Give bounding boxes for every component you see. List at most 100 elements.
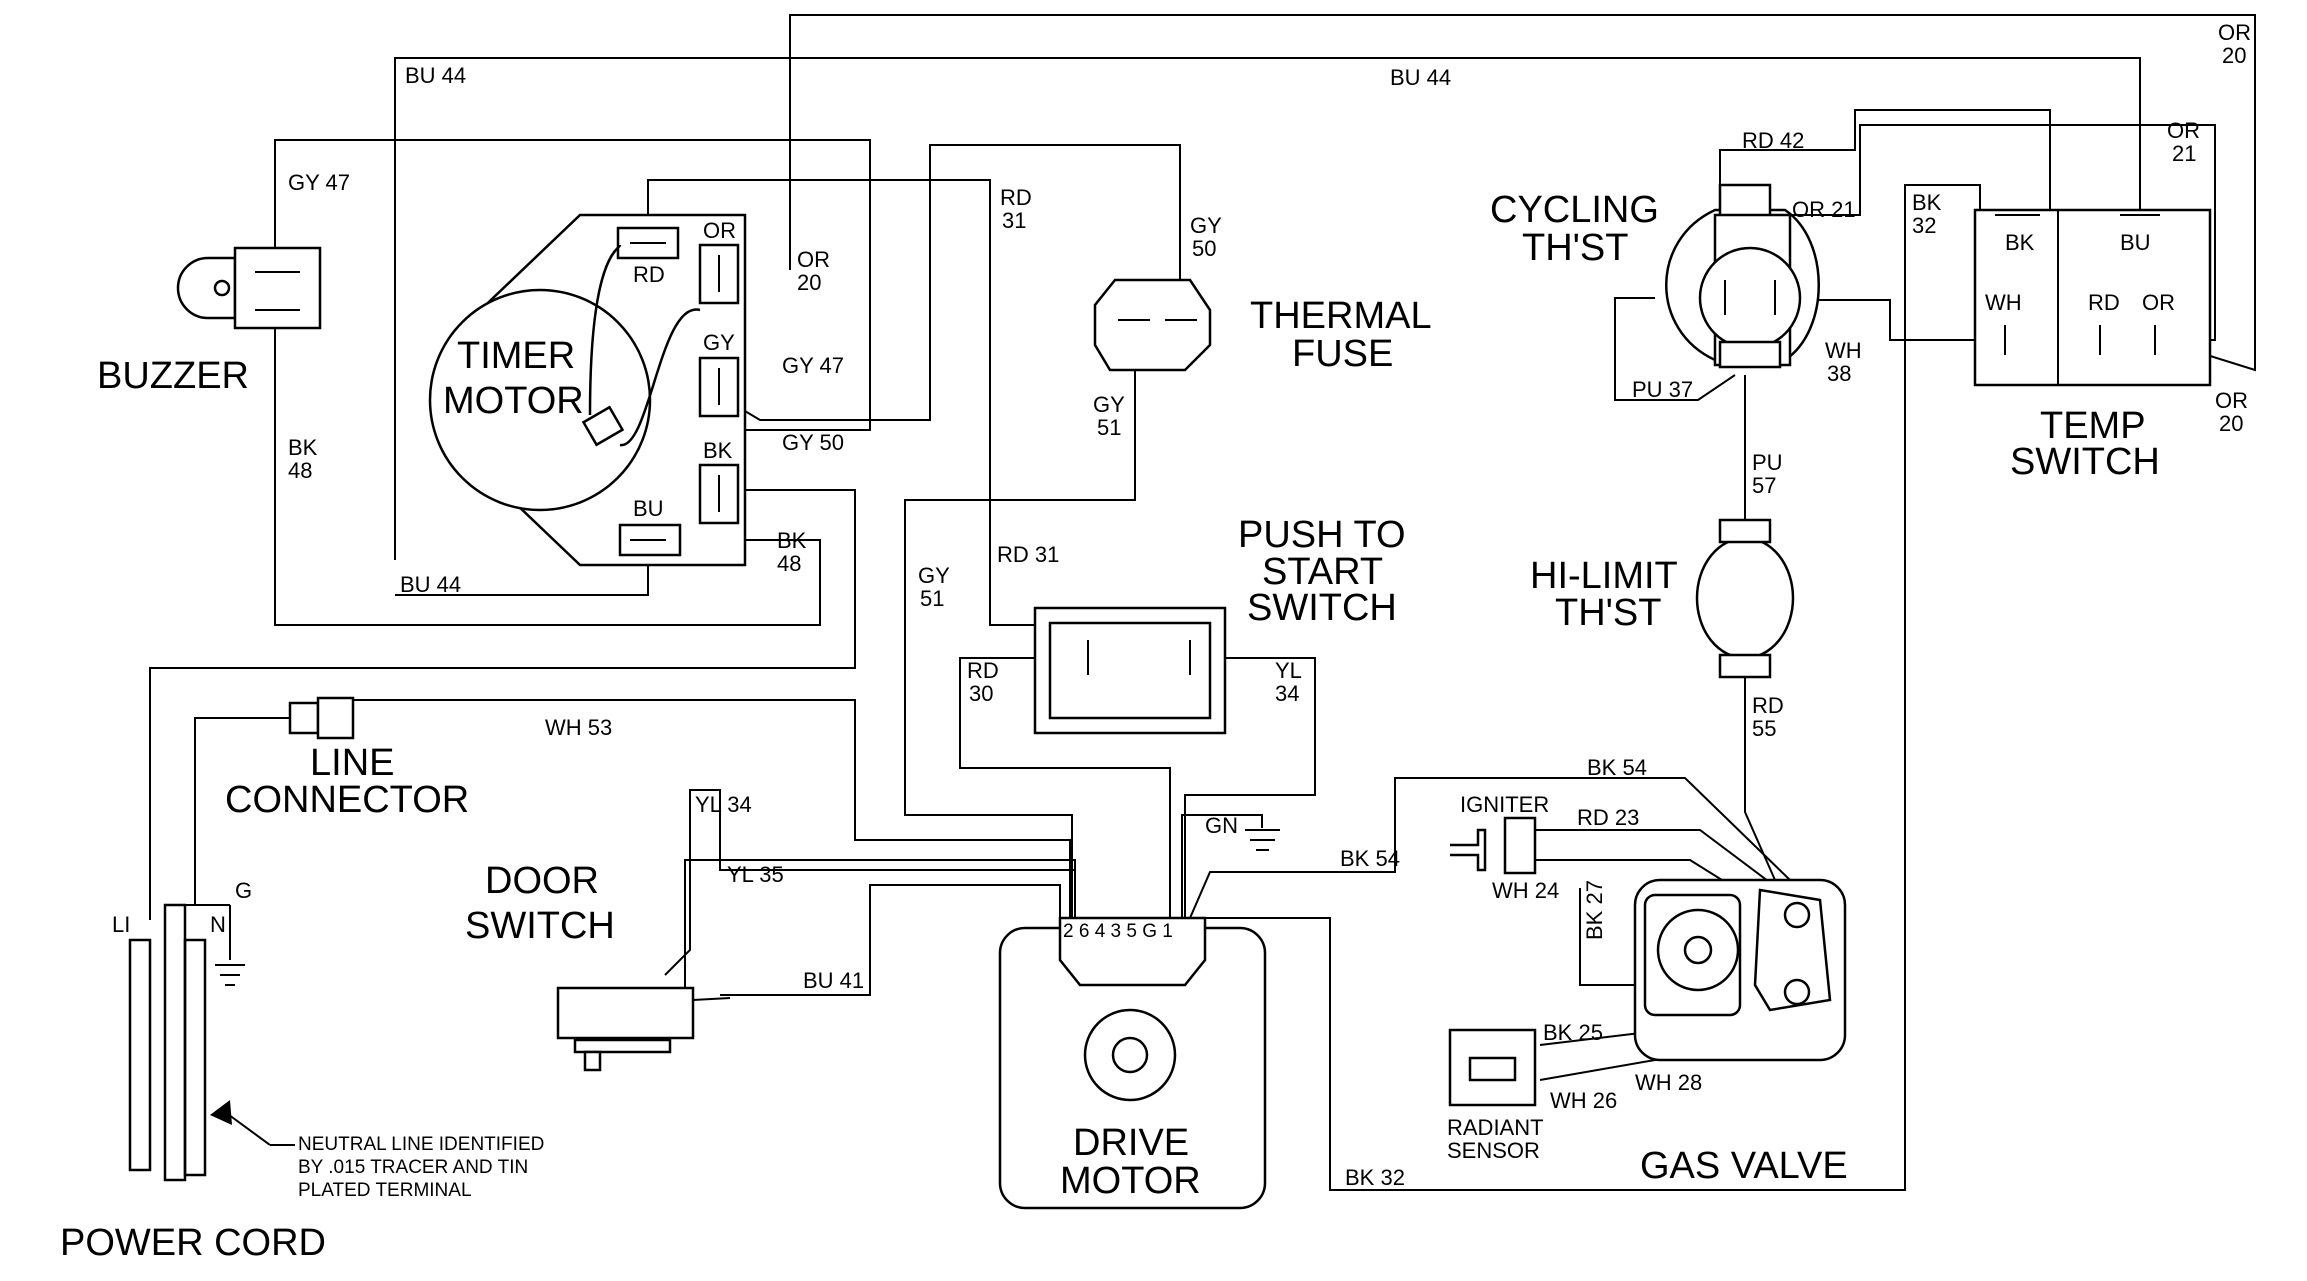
wire-yl34-inline: YL 34 bbox=[695, 792, 752, 817]
wire-or20-a2: 20 bbox=[797, 270, 821, 295]
ground-symbol bbox=[1245, 829, 1280, 851]
wire-bk32-b: BK 32 bbox=[1345, 1165, 1405, 1190]
temp-switch-label-1: TEMP bbox=[2040, 405, 2146, 447]
power-cord-text: LI N G NEUTRAL LINE IDENTIFIED BY .015 T… bbox=[112, 878, 544, 1201]
wire-gy51-b2: 51 bbox=[920, 586, 944, 611]
wire-bk48-a2: 48 bbox=[288, 458, 312, 483]
wire-pu37: PU 37 bbox=[1632, 377, 1693, 402]
wire-bk48-b1: BK bbox=[777, 528, 807, 553]
component-labels: BUZZER TIMER MOTOR THERMAL FUSE CYCLING … bbox=[60, 189, 2160, 1264]
wire-rd31-b: RD 31 bbox=[997, 542, 1059, 567]
timer-term-bk: BK bbox=[703, 438, 733, 463]
timer-term-rd: RD bbox=[633, 262, 665, 287]
wire-rd55-2: 55 bbox=[1752, 716, 1776, 741]
power-cord bbox=[128, 903, 295, 1182]
thermal-fuse-label-1: THERMAL bbox=[1250, 295, 1432, 337]
line-connector-label-1: LINE bbox=[310, 742, 394, 784]
wire-wh28: WH 28 bbox=[1635, 1070, 1702, 1095]
timer-term-bu: BU bbox=[633, 496, 664, 521]
push-to-start-label-3: SWITCH bbox=[1247, 587, 1397, 629]
wire-bu41: BU 41 bbox=[803, 968, 864, 993]
wire-rd30-2: 30 bbox=[969, 681, 993, 706]
wire-gy47-a: GY 47 bbox=[288, 170, 350, 195]
wire-bk32-a2: 32 bbox=[1912, 213, 1936, 238]
wire-rd31-a2: 31 bbox=[1002, 208, 1026, 233]
wire-or21-2: 21 bbox=[2172, 141, 2196, 166]
door-switch bbox=[556, 986, 731, 1072]
wire-yl34-1: YL bbox=[1275, 658, 1302, 683]
wire-bu44-c: BU 44 bbox=[400, 572, 461, 597]
buzzer bbox=[176, 246, 322, 330]
drive-motor-label-2: MOTOR bbox=[1060, 1160, 1201, 1202]
push-to-start-label-2: START bbox=[1262, 551, 1383, 593]
timer-motor-label-2: MOTOR bbox=[443, 380, 584, 422]
wire-bk25: BK 25 bbox=[1543, 1020, 1603, 1045]
timer-motor-label-1: TIMER bbox=[457, 335, 575, 377]
igniter-label: IGNITER bbox=[1460, 792, 1549, 817]
wire-or20-c1: OR bbox=[2215, 388, 2248, 413]
wire-gy51-a2: 51 bbox=[1097, 415, 1121, 440]
wire-bk32-a1: BK bbox=[1912, 190, 1942, 215]
wire-wh24: WH 24 bbox=[1492, 878, 1559, 903]
radiant-sensor-label-1: RADIANT bbox=[1447, 1115, 1544, 1140]
wire-bk48-a1: BK bbox=[288, 435, 318, 460]
wire-wh26: WH 26 bbox=[1550, 1088, 1617, 1113]
thermal-fuse bbox=[1093, 278, 1212, 372]
timer-term-gy: GY bbox=[703, 330, 735, 355]
wire-or20-a1: OR bbox=[797, 247, 830, 272]
wire-rd42: RD 42 bbox=[1742, 128, 1804, 153]
wire-bu44-a: BU 44 bbox=[405, 63, 466, 88]
cycling-thermostat bbox=[1665, 183, 1820, 369]
temp-switch-label-2: SWITCH bbox=[2010, 441, 2160, 483]
push-to-start-switch bbox=[1033, 606, 1227, 735]
temp-term-rd: RD bbox=[2088, 290, 2120, 315]
wire-wh38-2: 38 bbox=[1827, 361, 1851, 386]
line-connector bbox=[288, 696, 355, 740]
hi-limit-label-2: TH'ST bbox=[1555, 592, 1661, 634]
wire-labels: BU 44 BU 44 BU 44 GY 47 GY 47 BK 48 BK 4… bbox=[288, 20, 2251, 1190]
terminal-n: N bbox=[210, 912, 226, 937]
wire-or20-b1: OR bbox=[2218, 20, 2251, 45]
buzzer-label: BUZZER bbox=[97, 355, 249, 397]
wire-or21-1: OR bbox=[2167, 118, 2200, 143]
radiant-sensor bbox=[1448, 1028, 1537, 1107]
wire-gy50-b: GY 50 bbox=[782, 430, 844, 455]
wire-pu57-1: PU bbox=[1752, 450, 1783, 475]
wire-bk54-a: BK 54 bbox=[1340, 846, 1400, 871]
push-to-start-label-1: PUSH TO bbox=[1238, 514, 1406, 556]
cycling-thst-label-2: TH'ST bbox=[1522, 227, 1628, 269]
wire-gn: GN bbox=[1205, 813, 1238, 838]
wire-or20-b2: 20 bbox=[2222, 43, 2246, 68]
wire-or20-c2: 20 bbox=[2219, 411, 2243, 436]
neutral-note-3: PLATED TERMINAL bbox=[298, 1180, 472, 1201]
wire-gy51-a1: GY bbox=[1093, 392, 1125, 417]
wires bbox=[149, 14, 2256, 1191]
timer bbox=[428, 213, 747, 567]
wire-yl35: YL 35 bbox=[727, 862, 784, 887]
timer-term-or: OR bbox=[703, 218, 736, 243]
terminal-g: G bbox=[235, 878, 252, 903]
wire-rd31-a1: RD bbox=[1000, 185, 1032, 210]
wire-bu44-b: BU 44 bbox=[1390, 65, 1451, 90]
wire-wh53: WH 53 bbox=[545, 715, 612, 740]
temp-term-bu: BU bbox=[2120, 230, 2151, 255]
wire-rd55-1: RD bbox=[1752, 693, 1784, 718]
wire-bk54-b: BK 54 bbox=[1587, 755, 1647, 780]
temp-term-bk: BK bbox=[2005, 230, 2035, 255]
line-connector-label-2: CONNECTOR bbox=[225, 779, 469, 821]
terminal-li: LI bbox=[112, 912, 130, 937]
drive-motor-label-1: DRIVE bbox=[1073, 1122, 1189, 1164]
wire-bk48-b2: 48 bbox=[777, 551, 801, 576]
neutral-note-1: NEUTRAL LINE IDENTIFIED bbox=[298, 1134, 544, 1155]
gas-valve bbox=[1633, 878, 1847, 1062]
thermal-fuse-label-2: FUSE bbox=[1292, 333, 1393, 375]
wire-rd23: RD 23 bbox=[1577, 805, 1639, 830]
wire-yl34-2: 34 bbox=[1275, 681, 1299, 706]
wire-bk27: BK 27 bbox=[1582, 880, 1607, 940]
cycling-thst-label-1: CYCLING bbox=[1490, 189, 1659, 231]
temp-term-wh: WH bbox=[1985, 290, 2022, 315]
wire-wh38-1: WH bbox=[1825, 338, 1862, 363]
radiant-sensor-label-2: SENSOR bbox=[1447, 1138, 1540, 1163]
gas-valve-label: GAS VALVE bbox=[1640, 1145, 1848, 1187]
